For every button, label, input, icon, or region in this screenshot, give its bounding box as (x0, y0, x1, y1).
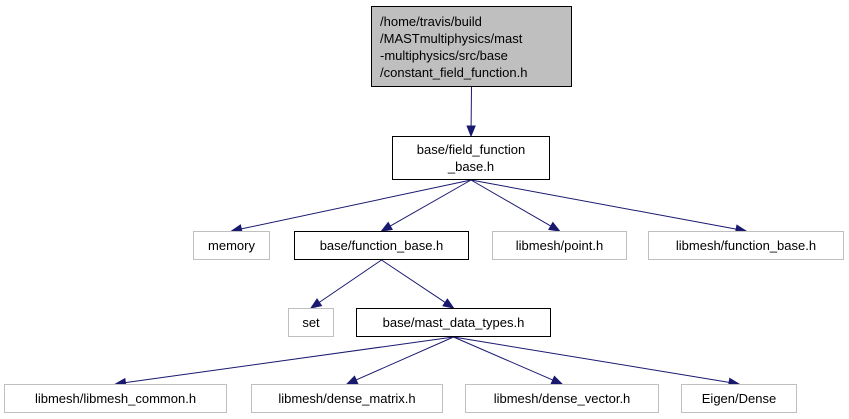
arrowhead-field_function_base-to-libmesh_point (548, 221, 561, 232)
node-label: Eigen/Dense (701, 391, 777, 406)
edge-function_base-to-mast_data_types (381, 259, 446, 303)
node-function-base[interactable]: base/function_base.h (294, 231, 469, 260)
edge-field_function_base-to-function_base (389, 179, 472, 227)
node-root-file[interactable]: /home/travis/build /MASTmultiphysics/mas… (371, 6, 572, 87)
node-label: libmesh/dense_matrix.h (278, 391, 416, 406)
edge-mast_data_types-to-dense_vector (453, 336, 554, 381)
node-dense-matrix: libmesh/dense_matrix.h (251, 384, 443, 413)
node-label: base/function_base.h (319, 238, 444, 253)
edge-field_function_base-to-memory (241, 179, 472, 230)
edge-mast_data_types-to-libmesh_common (125, 336, 454, 384)
edge-mast_data_types-to-eigen_dense (453, 336, 730, 383)
node-eigen-dense: Eigen/Dense (681, 384, 797, 413)
node-field-function-base[interactable]: base/field_function _base.h (392, 136, 550, 180)
node-dense-vector: libmesh/dense_vector.h (465, 384, 659, 413)
node-mast-data-types[interactable]: base/mast_data_types.h (356, 308, 551, 337)
arrowhead-function_base-to-mast_data_types (442, 298, 455, 309)
node-root-line-1: /home/travis/build (380, 13, 482, 29)
node-label-line-2: _base.h (447, 159, 495, 174)
node-label: libmesh/point.h (515, 238, 604, 253)
node-root-line-3: -multiphysics/src/base (380, 47, 508, 63)
arrowhead-field_function_base-to-function_base (380, 221, 393, 232)
edge-field_function_base-to-libmesh_point (470, 179, 552, 227)
node-set: set (288, 308, 334, 337)
node-memory: memory (193, 231, 270, 260)
node-label: libmesh/function_base.h (675, 238, 817, 253)
arrowhead-root-to-field_function_base (466, 125, 476, 138)
node-root-line-2: /MASTmultiphysics/mast (380, 30, 523, 46)
node-root-line-4: /constant_field_function.h (380, 64, 528, 80)
node-label: libmesh/dense_vector.h (493, 391, 631, 406)
arrowhead-mast_data_types-to-dense_vector (550, 375, 564, 385)
node-label: libmesh/libmesh_common.h (34, 391, 197, 406)
node-libmesh-common: libmesh/libmesh_common.h (4, 384, 227, 413)
node-libmesh-function-base: libmesh/function_base.h (648, 231, 844, 260)
arrowhead-mast_data_types-to-dense_matrix (345, 375, 359, 385)
edge-function_base-to-set (318, 259, 382, 303)
node-libmesh-point: libmesh/point.h (492, 231, 627, 260)
node-label: base/mast_data_types.h (382, 315, 525, 330)
node-label: memory (208, 238, 255, 253)
node-label-line-1: base/field_function (416, 142, 526, 157)
edge-field_function_base-to-libmesh_function_base (470, 179, 737, 230)
edge-mast_data_types-to-dense_matrix (355, 336, 454, 381)
arrowhead-function_base-to-set (309, 298, 323, 309)
node-label: set (302, 315, 320, 330)
